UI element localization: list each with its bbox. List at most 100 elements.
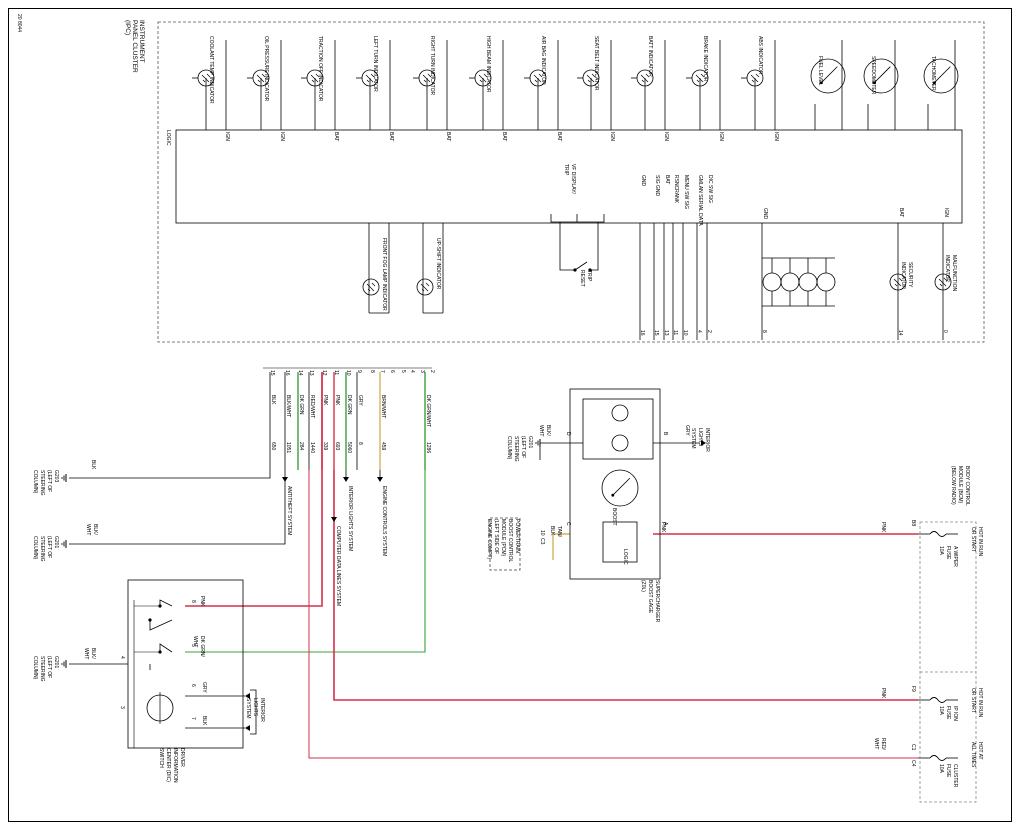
harness-circuit: 5060 [346, 442, 352, 454]
signal-label: BAT [664, 175, 670, 185]
indicator-label: OIL PRESSURE INDICATOR [263, 36, 269, 102]
ipc-connector-pin: 15 [653, 330, 659, 336]
indicator-label: LEFT TURN INDICATOR [372, 36, 378, 92]
boost-gauge-label: BOOST [611, 508, 617, 526]
dic-system-label: INTERIOR LIGHTS SYSTEM [245, 698, 265, 722]
boost-gauge-icon-needle [612, 477, 631, 496]
harness-pin: 14 [297, 370, 303, 376]
security-label: SECURITY INDICATOR [900, 262, 913, 290]
dic-grn-wire [185, 470, 426, 653]
indicator-abs-indicator-icon-glyph [751, 79, 755, 83]
indicator-oil-pressure-indicator-icon [252, 69, 270, 87]
boost-bulb-icon [611, 434, 629, 452]
indicator-oil-pressure-indicator-icon-glyph [257, 79, 261, 83]
indicator-brake-indicator-icon [691, 69, 709, 87]
harness-pin: 13 [308, 370, 314, 376]
gauge-fuel-level-icon-needle [820, 66, 838, 84]
boost-ground-label: G201 (LEFT OF STEERING COLUMN) [506, 436, 533, 462]
trip-lead [559, 222, 575, 271]
dic-pin: 8 [190, 600, 196, 603]
dic-pnk-wire [185, 372, 323, 607]
fuse1-wire-label: PNK [880, 522, 886, 533]
ipc-dashed-outline [157, 21, 985, 343]
indicator-seat-belt-indicator-icon [582, 69, 600, 87]
trip-display-label: VF DISPLAY/ TRIP [563, 164, 576, 194]
boost-pin-b: B [662, 432, 668, 436]
boost-pin-c: C [565, 522, 571, 526]
boost-pnk-label: PNK [660, 522, 666, 533]
signal-label: MENU SW SIG [683, 175, 689, 210]
ipc-connector-pin: 0 [942, 330, 948, 333]
lower-indicator-icon [362, 278, 380, 296]
indicator-right-turn-indicator-icon [418, 69, 436, 87]
trip-bracket [550, 214, 605, 223]
gauge-tachometer-icon-needle [933, 66, 951, 84]
indicator-right-turn-indicator-icon-glyph [422, 74, 431, 83]
bcm-label: BODY CONTROL MODULE (BCM) (BELOW RADIO) [950, 466, 970, 506]
g203-wire-color: BLK [90, 460, 96, 470]
bulb-icon [762, 272, 782, 292]
indicator-pin-label: IGN [773, 132, 779, 141]
harness-circuit: 1440 [309, 442, 315, 454]
lower-indicator-icon-glyph [367, 288, 371, 292]
dic-ground-wire-color: BLK/ WHT [83, 648, 96, 660]
indicator-abs-indicator-icon-glyph [755, 73, 760, 78]
indicator-pin-label: BAT [501, 132, 507, 142]
harness-circuit: 1051 [285, 442, 291, 454]
dic-pin: 5 [190, 644, 196, 647]
fuse2-label: IP ION FUSE 10A [938, 706, 958, 721]
indicator-pin-label: IGN [718, 132, 724, 141]
indicator-air-bag-indicator-icon-glyph [533, 74, 542, 83]
harness-wire-color: PNK [334, 395, 340, 406]
harness-pin: 6 [389, 370, 395, 373]
harness-pin: 2 [429, 370, 435, 373]
indicator-traction-off-indicator-icon-glyph [315, 73, 320, 78]
indicator-coolant-temp-indicator-icon [197, 69, 215, 87]
indicator-brake-indicator-icon-glyph [700, 73, 705, 78]
dic-switch-dot [148, 618, 152, 622]
ipc-connector-pin: 8 [761, 330, 767, 333]
dic-blk-arrow-icon [245, 725, 250, 731]
indicator-pin-label: BAT [556, 132, 562, 142]
harness-wire-color: BRN/WHT [380, 395, 386, 419]
fuse-group1-label: HOT IN RUN OR START [970, 527, 983, 557]
indicator-air-bag-indicator-icon-glyph [534, 79, 538, 83]
dic-system-bracket [250, 689, 257, 735]
indicator-batt-indicator-icon-glyph [645, 73, 650, 78]
indicator-brake-indicator-icon-glyph [695, 74, 704, 83]
ipc-connector-pin: 16 [639, 330, 645, 336]
dic-pin: 6 [190, 684, 196, 687]
indicator-high-beam-indicator-icon-glyph [478, 74, 487, 83]
indicator-label: BATT INDICATOR [647, 36, 653, 77]
harness-circuit: 1286 [425, 442, 431, 454]
lower-indicator-icon-glyph [420, 283, 429, 292]
bulb-icon [798, 272, 818, 292]
indicator-oil-pressure-indicator-icon-glyph [261, 73, 266, 78]
indicator-seat-belt-indicator-icon-glyph [586, 74, 595, 83]
security-pin: BAT [898, 208, 904, 218]
harness-circuit: 339 [322, 442, 328, 451]
signal-label: GMLAN SERIAL DATA [697, 175, 703, 226]
gauge-label: FUEL LEVEL [817, 56, 823, 86]
gauge-label: TACHOMETER [930, 56, 936, 91]
malfunction-indicator-icon [934, 273, 952, 291]
ipc-connector-pin: 2 [706, 330, 712, 333]
harness-pin: 16 [284, 370, 290, 376]
gry-arrow-icon [701, 440, 706, 446]
boost-c3: C3 [539, 538, 545, 545]
ipc-logic-label: LOGIC [165, 130, 171, 146]
signal-label: GND [640, 175, 646, 187]
gauge-tachometer-icon-pivot [932, 81, 936, 85]
indicator-traction-off-indicator-icon-glyph [311, 79, 315, 83]
harness-wire-color: RED/WHT [309, 395, 315, 419]
fuse-group2-label: HOT IN RUN OR START [970, 688, 983, 718]
indicator-coolant-temp-indicator-icon-glyph [202, 79, 206, 83]
boost-blk-label: BLK/ WHT [538, 425, 551, 437]
lower-indicator-label: UP-SHIFT INDICATOR [435, 238, 441, 290]
malfunction-indicator-icon-glyph [943, 277, 948, 282]
gauge-tachometer-icon [923, 58, 959, 94]
system-arrow-icon [377, 477, 383, 482]
ipc-connector-pin: 10 [682, 330, 688, 336]
fuse1-icon [929, 531, 947, 537]
indicator-left-turn-indicator-icon-glyph [365, 74, 374, 83]
